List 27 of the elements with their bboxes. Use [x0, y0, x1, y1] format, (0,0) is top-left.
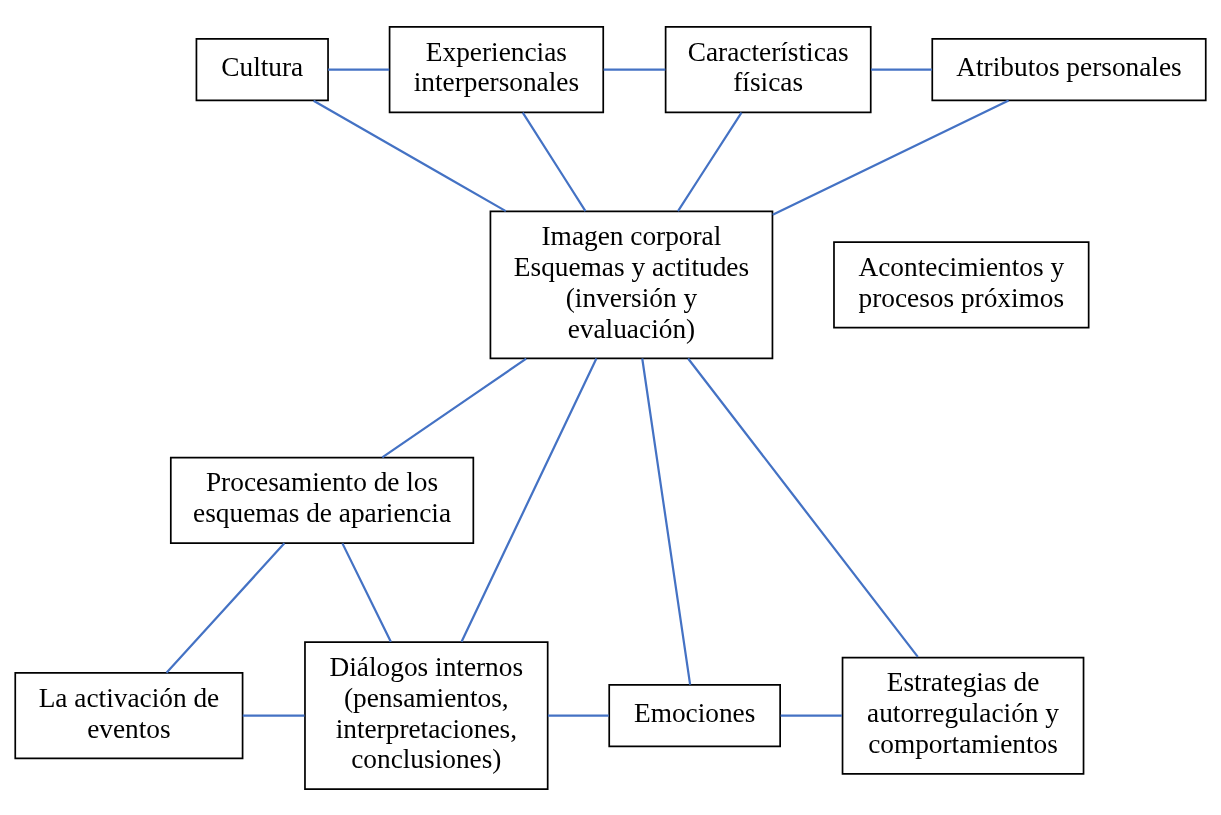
connector: [165, 542, 286, 673]
connector: [242, 714, 305, 717]
node-box: Procesamiento de los esquemas de apariencia: [169, 456, 475, 544]
node-box: Emociones: [608, 683, 781, 747]
node-box: Cultura: [195, 37, 329, 101]
connector: [687, 357, 919, 658]
connector: [460, 357, 598, 642]
connector: [603, 67, 666, 71]
node-box: Estrategias de autorregulación y comportamientos: [841, 656, 1085, 775]
connector: [381, 357, 527, 458]
connector: [313, 99, 507, 212]
node-box: La activación de eventos: [14, 671, 244, 759]
connector: [521, 111, 587, 212]
connector: [341, 542, 392, 642]
connector: [547, 714, 609, 717]
connector: [780, 714, 842, 717]
node-box: Diálogos internos (pensamientos, interpretaciones, conclusiones): [304, 640, 549, 790]
node-box: Imagen corporal Esquemas y actitudes (inversión y evaluación): [489, 210, 774, 359]
connector: [641, 357, 692, 685]
connector: [871, 67, 933, 71]
connector: [328, 67, 390, 71]
node-box: Características físicas: [664, 25, 872, 113]
node-box: Atributos personales: [931, 37, 1207, 101]
node-box: Experiencias interpersonales: [388, 25, 605, 113]
connector: [677, 111, 743, 212]
node-box: Acontecimientos y procesos próximos: [833, 240, 1090, 329]
connector: [772, 99, 1010, 216]
